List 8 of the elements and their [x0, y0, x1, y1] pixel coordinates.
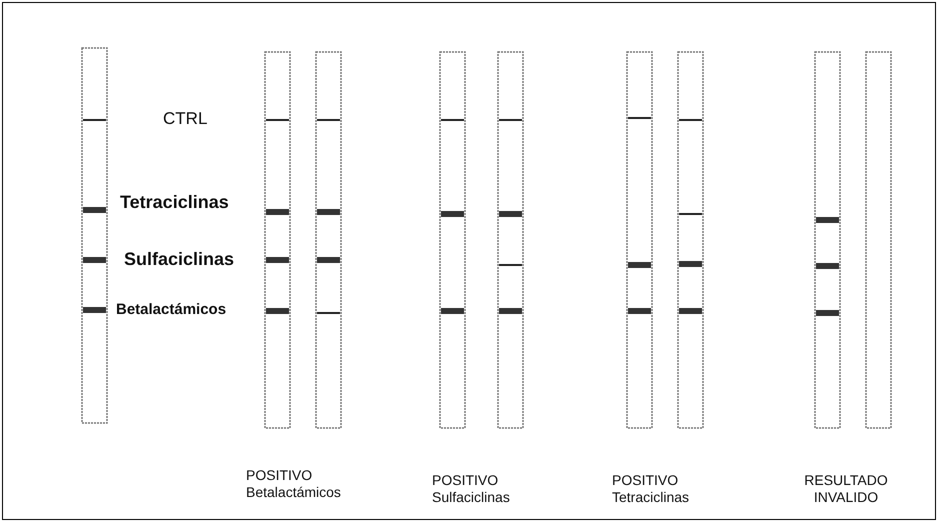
result-caption: POSITIVO Betalactámicos — [246, 467, 342, 501]
band-label: CTRL — [163, 109, 208, 129]
result-caption: POSITIVO Tetraciclinas — [612, 472, 690, 506]
result-caption: RESULTADO INVALIDO — [803, 472, 889, 506]
result-caption: POSITIVO Sulfaciclinas — [432, 472, 511, 506]
band-label: Tetraciclinas — [120, 192, 229, 213]
band-label: Betalactámicos — [116, 301, 226, 318]
band-label: Sulfaciclinas — [124, 249, 234, 270]
